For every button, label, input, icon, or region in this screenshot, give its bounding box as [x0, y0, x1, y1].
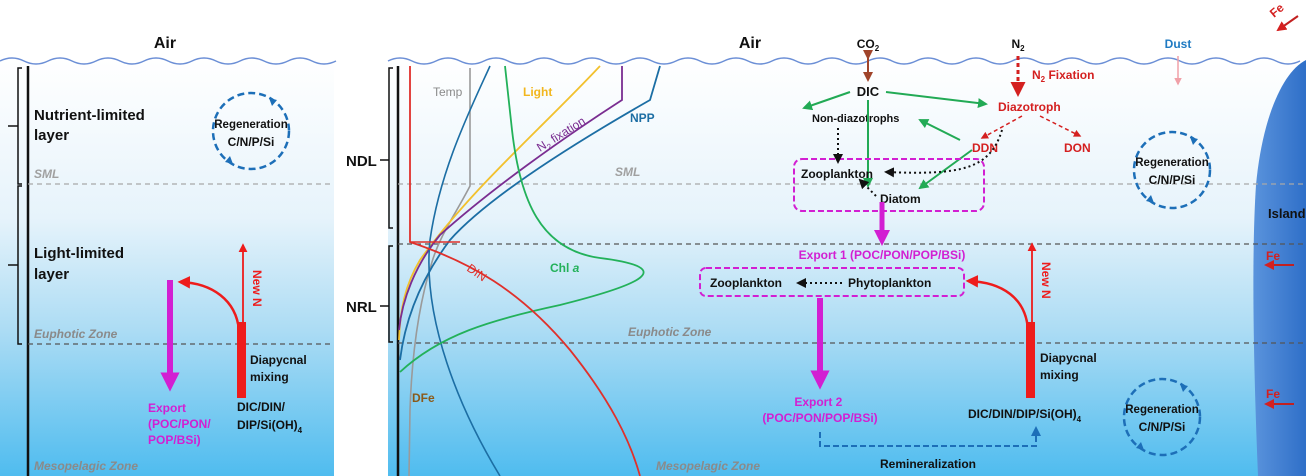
ddn-label: DDN [972, 141, 998, 155]
zooplankton-mid-label: Zooplankton [710, 276, 782, 290]
right-brace-ndl [380, 67, 393, 229]
left-euphotic-label: Euphotic Zone [34, 327, 118, 341]
left-new-n-label: New N [250, 270, 264, 307]
diazotroph-label: Diazotroph [998, 100, 1061, 114]
left-sea-surface [0, 57, 337, 65]
left-mesopelagic-label: Mesopelagic Zone [34, 459, 138, 473]
ddn-to-diatom-arrow [918, 149, 973, 190]
don-label: DON [1064, 141, 1091, 155]
left-cnpsi-label: C/N/P/Si [228, 135, 275, 149]
left-uptake-curve-arrow [177, 276, 241, 331]
left-panel: Air Nutrient-limited layer Light-limited… [0, 0, 337, 476]
right-sml-label: SML [615, 165, 640, 179]
right-brace-nrl [380, 245, 393, 343]
right-regeneration-circle [1132, 130, 1212, 210]
fe-top-label: Fe [1267, 0, 1287, 20]
n2-label: N2 [1011, 37, 1025, 53]
dic-to-nondiazotroph-arrow [802, 91, 851, 111]
right-panel: Air Island NDL NRL SML Euphotic Zone Mes… [346, 0, 1306, 476]
diazotroph-to-don-arrow [1039, 115, 1082, 137]
left-nutrient-limited-label: Nutrient-limited layer [34, 107, 149, 144]
profile-curves [398, 65, 661, 476]
left-brace-nutrient [8, 67, 22, 185]
left-dic-label: DIC/DIN/ DIP/Si(OH)4 [237, 400, 303, 435]
fe-top-arrow [1276, 15, 1299, 32]
right-mesopelagic-label: Mesopelagic Zone [656, 459, 760, 473]
right-euphotic-label: Euphotic Zone [628, 325, 712, 339]
diatom-to-zoo-arrow [858, 178, 877, 197]
remineralization-label: Remineralization [880, 457, 976, 471]
right-uptake-curve-arrow [965, 275, 1030, 331]
ndl-label: NDL [346, 153, 377, 170]
lower-cnpsi-label: C/N/P/Si [1139, 420, 1186, 434]
diazotroph-to-ddn-arrow [980, 115, 1023, 139]
upper-foodweb-box [793, 158, 985, 212]
dic-to-diazotroph-arrow [885, 91, 988, 109]
chl-curve [399, 65, 645, 373]
ddn-to-nondiazotroph-arrow [918, 119, 961, 141]
n2-fixation-curve [398, 66, 623, 331]
export2-label: Export 2 (POC/PON/POP/BSi) [762, 395, 877, 425]
phytoplankton-label: Phytoplankton [848, 276, 931, 290]
left-regeneration-label: Regeneration [214, 119, 288, 131]
left-diapycnal-mixing-bar [237, 322, 246, 398]
dfe-label: DFe [412, 391, 435, 405]
middle-foodweb-box [699, 267, 965, 297]
npp-label: NPP [630, 111, 655, 125]
fe-mid-label: Fe [1266, 249, 1280, 263]
left-air-background [0, 0, 334, 62]
right-dic-label: DIC/DIN/DIP/Si(OH)4 [968, 407, 1082, 424]
right-regeneration-arrowhead-bottom [1146, 195, 1154, 203]
left-regeneration-arrowhead-bottom [225, 156, 233, 164]
lower-regeneration-circle [1122, 377, 1202, 457]
right-regeneration-arrowhead-top [1190, 137, 1198, 145]
left-ocean-background [0, 60, 334, 476]
non-diazotrophs-label: Non-diazotrophs [812, 113, 899, 125]
fe-low-label: Fe [1266, 387, 1280, 401]
right-new-n-label: New N [1039, 262, 1053, 299]
left-light-limited-label: Light-limited layer [34, 245, 128, 283]
temp-label: Temp [433, 85, 463, 99]
lower-regeneration-arrowhead-top [1180, 384, 1188, 392]
dic-label: DIC [857, 84, 880, 99]
right-regeneration-label: Regeneration [1135, 157, 1209, 169]
remineralization-path [819, 426, 1041, 447]
ddn-to-zoo-arrow [884, 129, 1003, 178]
lower-regeneration-arrowhead-bottom [1136, 442, 1144, 450]
din-curve [409, 66, 641, 476]
lower-regeneration-label: Regeneration [1125, 404, 1199, 416]
left-export-label: Export (POC/PON/ POP/BSi) [148, 401, 214, 447]
island-label: Island [1268, 206, 1306, 221]
right-air-label: Air [739, 35, 761, 52]
dfe-curve [428, 65, 501, 476]
left-brace-light [8, 185, 22, 345]
left-sml-label: SML [34, 167, 59, 181]
dust-label: Dust [1165, 37, 1192, 51]
right-diapycnal-mixing-bar [1026, 322, 1035, 398]
nrl-label: NRL [346, 299, 377, 316]
right-cnpsi-label: C/N/P/Si [1149, 173, 1196, 187]
npp-curve [399, 65, 661, 361]
diatom-label: Diatom [880, 192, 921, 206]
left-diapycnal-label: Diapycnal mixing [250, 353, 310, 384]
right-diapycnal-label: Diapycnal mixing [1040, 351, 1100, 382]
light-label: Light [523, 85, 552, 99]
right-sea-surface [387, 57, 1301, 65]
co2-label: CO2 [857, 37, 880, 53]
island-shape [1253, 60, 1306, 476]
export1-label: Export 1 (POC/PON/POP/BSi) [799, 248, 966, 262]
left-regeneration-arrowhead-top [269, 98, 277, 106]
chl-label: Chl a [550, 261, 580, 275]
left-regeneration-circle [211, 91, 291, 171]
zooplankton-top-label: Zooplankton [801, 167, 873, 181]
n2-fixation-label: N2 Fixation [1032, 68, 1094, 84]
temp-curve [408, 68, 471, 476]
left-air-label: Air [154, 35, 176, 52]
